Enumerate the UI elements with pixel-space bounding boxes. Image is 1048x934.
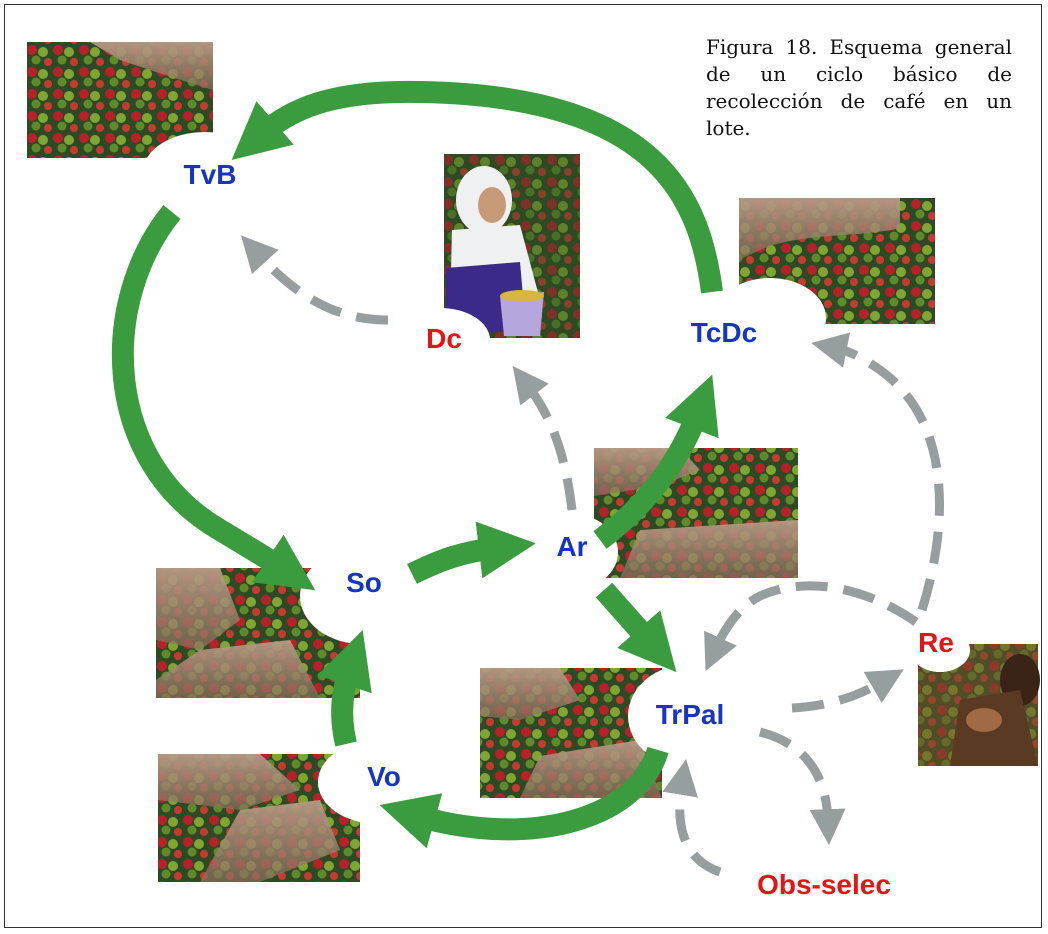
- alt-flow-arrows: [241, 235, 944, 877]
- figure-caption: Figura 18. Esquema general de un ciclo b…: [706, 35, 1012, 140]
- node-label-trpal: TrPal: [656, 699, 724, 730]
- arrow-so-to-ar: [407, 521, 536, 584]
- label-backdrops: [143, 132, 970, 824]
- photo-dc: [444, 154, 580, 338]
- node-label-dc: Dc: [426, 323, 462, 354]
- node-label-tcdc: TcDc: [691, 317, 757, 348]
- arrow-trpal-to-obs: [758, 727, 846, 846]
- arrow-re-to-trpal: [704, 581, 919, 671]
- arrow-ar-to-trpal: [595, 582, 677, 673]
- node-label-so: So: [346, 567, 382, 598]
- node-label-vo: Vo: [367, 761, 401, 792]
- arrow-trpal-to-vo: [379, 746, 669, 849]
- photo-tvb: [27, 42, 213, 158]
- arrow-ar-to-tcdc: [593, 374, 719, 549]
- node-label-ar: Ar: [556, 531, 587, 562]
- node-label-obs-selec: Obs-selec: [757, 869, 891, 900]
- arrow-tcdc-to-tvb: [231, 80, 723, 294]
- arrow-obs-to-trpal: [662, 759, 722, 877]
- node-label-tvb: TvB: [184, 159, 237, 190]
- photo-trpal: [480, 668, 662, 798]
- arrow-dc-to-tvb: [241, 235, 389, 325]
- arrow-vo-to-so: [317, 630, 372, 747]
- arrow-tvb-to-so: [111, 205, 316, 591]
- main-flow-arrows: [111, 80, 723, 849]
- node-label-re: Re: [918, 627, 954, 658]
- node-labels: TvB Dc TcDc So Ar Re TrPal Vo Obs-selec: [184, 159, 954, 900]
- arrow-ar-to-dc: [512, 365, 577, 511]
- arrow-re-to-tcdc: [811, 332, 944, 612]
- arrow-trpal-to-re: [791, 669, 904, 713]
